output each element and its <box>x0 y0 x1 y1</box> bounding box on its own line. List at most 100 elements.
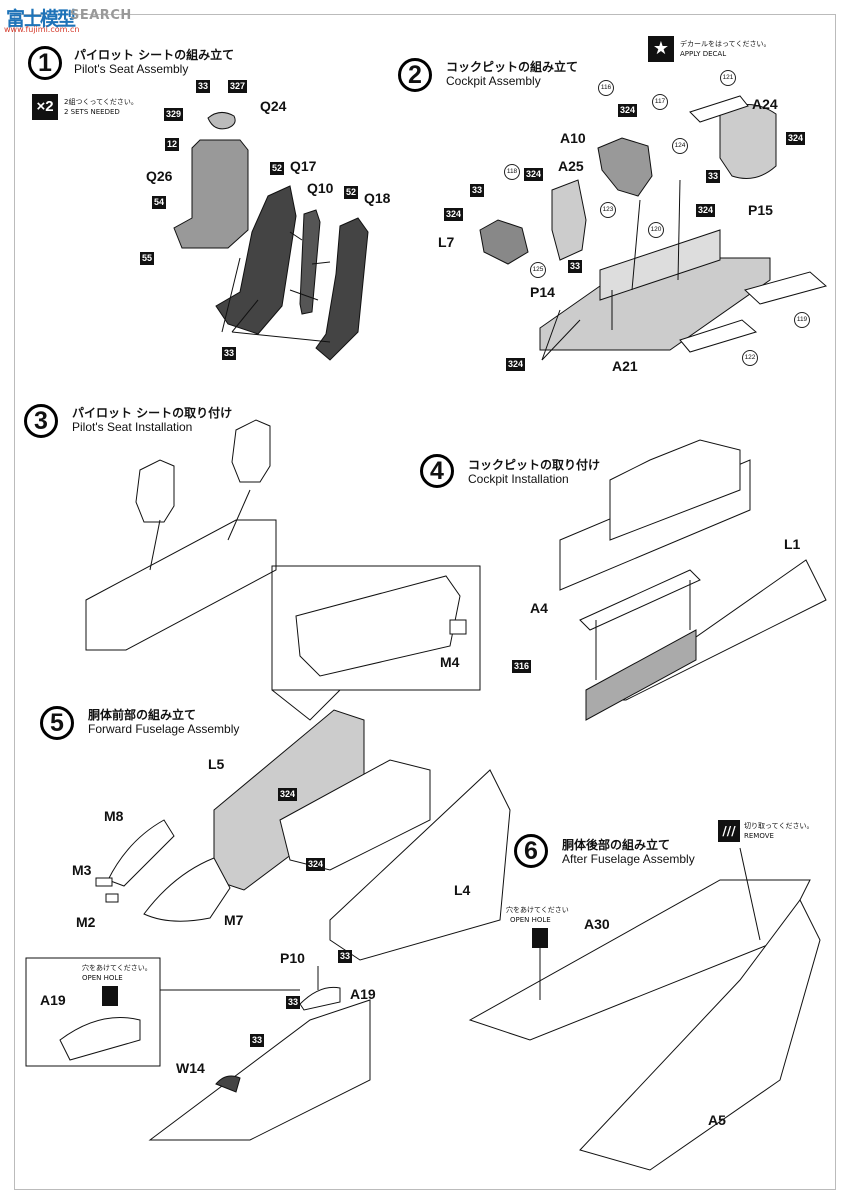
decal-120: 120 <box>648 222 664 238</box>
step-3-title-ja: パイロット シートの取り付け <box>72 406 233 420</box>
drill-icon-step6 <box>532 928 548 948</box>
windscreen-w14 <box>215 1075 241 1093</box>
cockpit-side-wall <box>599 229 721 301</box>
color-code-33-s5a: 33 <box>338 950 353 963</box>
part-q17: Q17 <box>290 158 317 174</box>
seat-pair-step4 <box>609 439 741 541</box>
part-p10: P10 <box>280 950 305 966</box>
color-code-316: 316 <box>512 660 532 673</box>
color-code-33-bottom: 33 <box>222 347 237 360</box>
step-4-title-ja: コックピットの取り付け <box>468 458 601 472</box>
sets-needed-en: 2 SETS NEEDED <box>64 108 120 116</box>
color-code-55: 55 <box>140 252 155 265</box>
remove-ja: 切り取ってください。 <box>744 822 814 830</box>
side-console-l7 <box>479 219 529 265</box>
fuselage-half-l4 <box>329 769 511 961</box>
seat-rear-install <box>231 419 271 483</box>
watermark-search-text: SEARCH <box>70 8 132 23</box>
drill-icon <box>102 986 118 1006</box>
color-code-33-b: 33 <box>470 184 485 197</box>
part-m2 <box>105 893 119 903</box>
color-code-327: 327 <box>228 80 248 93</box>
decal-125: 125 <box>530 262 546 278</box>
seat-cushion-q26 <box>173 139 249 249</box>
step-2-title-en: Cockpit Assembly <box>446 74 541 88</box>
part-a5: A5 <box>708 1112 726 1128</box>
step-4-title-en: Cockpit Installation <box>468 472 569 486</box>
step-1-title-en: Pilot's Seat Assembly <box>74 62 189 76</box>
open-hole-ja-step5: 穴をあけてください。 <box>82 964 152 972</box>
sets-needed-ja: 2組つくってください。 <box>64 98 138 106</box>
decal-122: 122 <box>742 350 758 366</box>
color-code-12: 12 <box>165 138 180 151</box>
part-m7: M7 <box>224 912 244 928</box>
sets-multiplier: ×2 <box>32 94 58 120</box>
part-a4: A4 <box>530 600 548 616</box>
step-4-number: 4 <box>420 454 454 488</box>
remove-en: REMOVE <box>744 832 774 840</box>
part-a25: A25 <box>558 158 584 174</box>
aft-fuselage-a5 <box>579 899 821 1171</box>
part-a10: A10 <box>560 130 586 146</box>
part-m2: M2 <box>76 914 96 930</box>
watermark-logo-text: 富士模型 <box>6 8 76 30</box>
star-icon: ★ <box>648 36 674 62</box>
step-1-title-ja: パイロット シートの組み立て <box>74 48 235 62</box>
part-l1: L1 <box>784 536 801 552</box>
nosewheel-well <box>585 629 697 721</box>
open-hole-ja-step6: 穴をあけてください <box>506 906 569 914</box>
cockpit-installed <box>279 759 431 871</box>
decal-118: 118 <box>504 164 520 180</box>
nose-cone-m7 <box>143 857 231 922</box>
part-a19: A19 <box>350 986 376 1002</box>
color-code-54: 54 <box>152 196 167 209</box>
color-code-324-d: 324 <box>696 204 716 217</box>
floor-panel-a4 <box>579 569 701 631</box>
instrument-panel-a24 <box>719 104 777 179</box>
step-6-title-en: After Fuselage Assembly <box>562 852 695 866</box>
part-l4: L4 <box>454 882 471 898</box>
decal-116: 116 <box>598 80 614 96</box>
instrument-panel-a25 <box>551 179 587 261</box>
part-m3 <box>95 877 113 887</box>
open-hole-en-step6: OPEN HOLE <box>510 916 551 924</box>
step-2-number: 2 <box>398 58 432 92</box>
color-code-33: 33 <box>196 80 211 93</box>
part-a30: A30 <box>584 916 610 932</box>
canopy-part-a19 <box>299 986 341 1011</box>
part-m3: M3 <box>72 862 92 878</box>
step-3-number: 3 <box>24 404 58 438</box>
side-console-a10 <box>597 137 653 197</box>
part-a24: A24 <box>752 96 778 112</box>
color-code-52b: 52 <box>344 186 359 199</box>
decal-117: 117 <box>652 94 668 110</box>
decal-strip-119 <box>744 271 828 305</box>
seat-side-q18 <box>315 217 369 361</box>
seat-back-q17 <box>215 185 297 335</box>
decal-123: 123 <box>600 202 616 218</box>
color-code-33-s5c: 33 <box>250 1034 265 1047</box>
part-q26: Q26 <box>146 168 173 184</box>
color-code-324-b: 324 <box>786 132 806 145</box>
part-q10: Q10 <box>307 180 334 196</box>
color-code-33-s5b: 33 <box>286 996 301 1009</box>
decal-strip-121 <box>689 95 749 123</box>
fuselage-detail <box>295 575 461 677</box>
color-code-33-a: 33 <box>706 170 721 183</box>
step-6-title-ja: 胴体後部の組み立て <box>562 838 671 852</box>
nose-assembly <box>148 999 371 1141</box>
part-a19-closeup: A19 <box>40 992 66 1008</box>
callout-leader <box>271 689 341 721</box>
detail-a19-closeup <box>59 1017 141 1061</box>
part-l5: L5 <box>208 756 225 772</box>
step-1-number: 1 <box>28 46 62 80</box>
step-6-number: 6 <box>514 834 548 868</box>
decal-124: 124 <box>672 138 688 154</box>
color-code-324-s5a: 324 <box>278 788 298 801</box>
canopy-frame-m8 <box>107 819 175 887</box>
step-5-number: 5 <box>40 706 74 740</box>
apply-decal-en: APPLY DECAL <box>680 50 727 58</box>
part-m4: M4 <box>440 654 460 670</box>
part-m8: M8 <box>104 808 124 824</box>
